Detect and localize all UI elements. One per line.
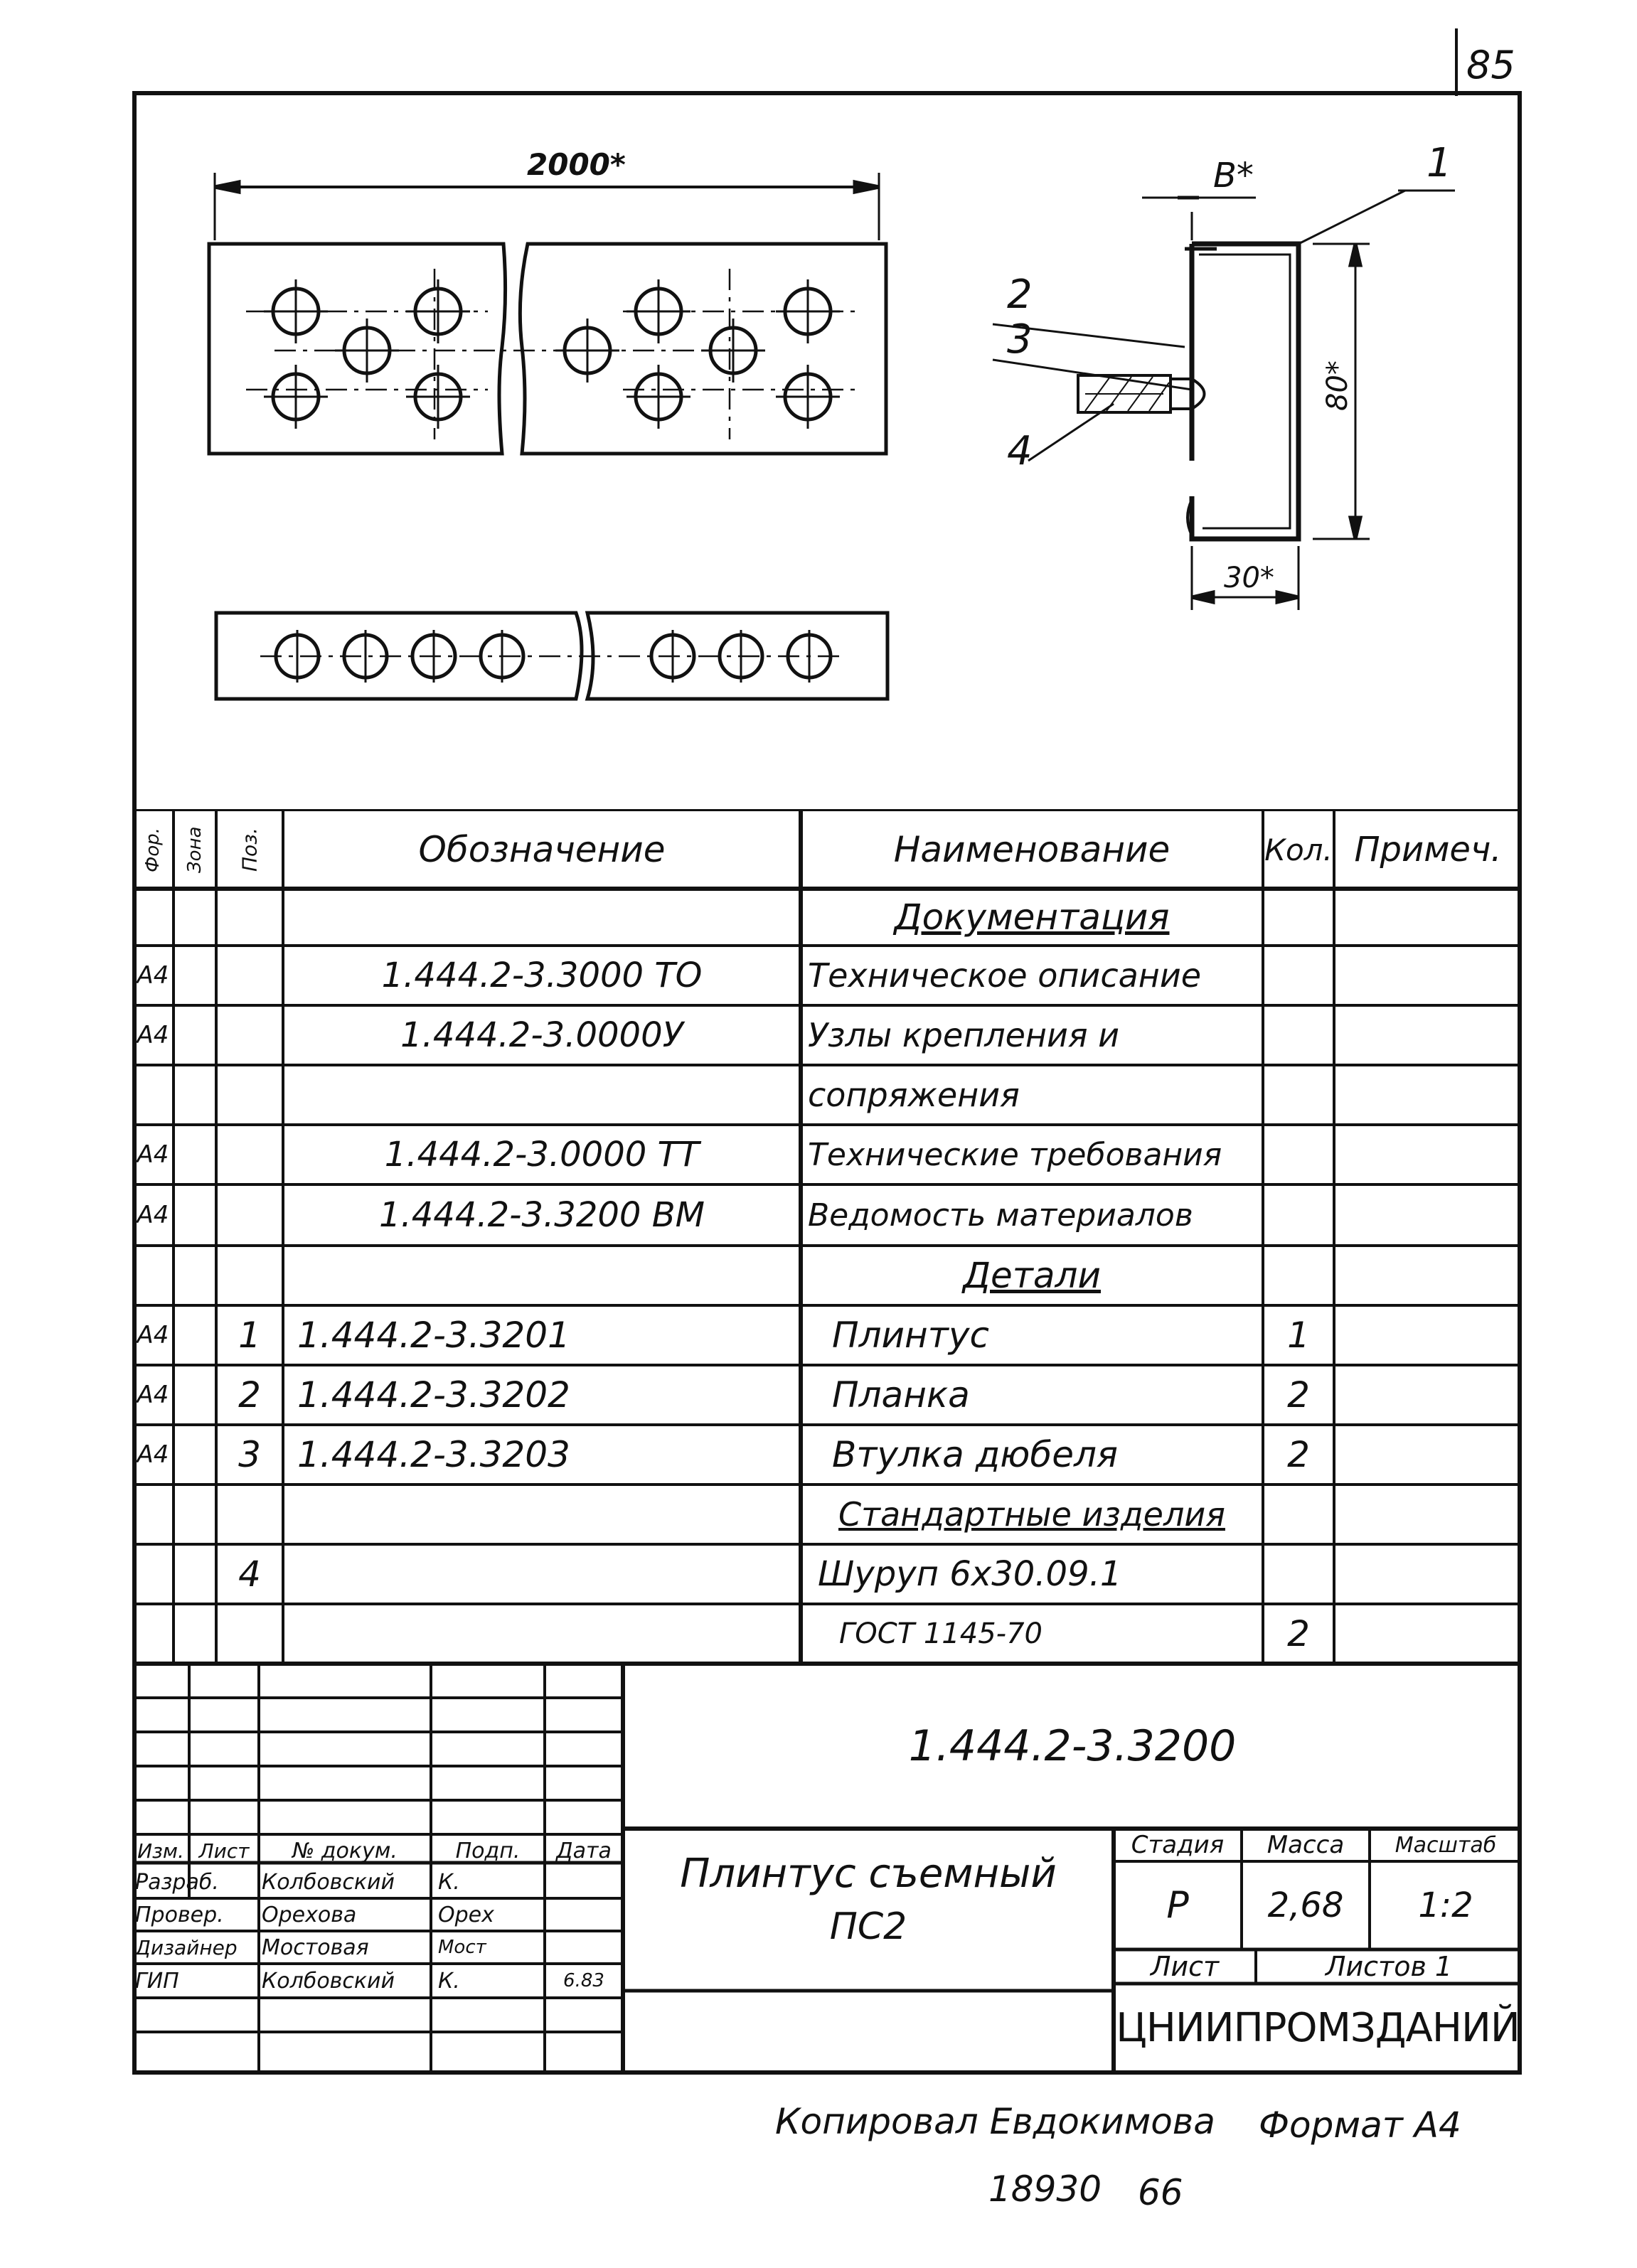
technical-drawing: 2000* B* 80* 30* 1 2 3 4: [207, 140, 1455, 701]
row-name: Технические требования: [808, 1136, 1222, 1173]
mass-label: Масса: [1267, 1831, 1345, 1859]
row-name: ГОСТ 1145-70: [839, 1617, 1043, 1650]
mass-value: 2,68: [1267, 1885, 1344, 1925]
row-qty: 1: [1287, 1315, 1310, 1356]
depth-dimension: 30*: [1224, 562, 1274, 594]
row-format: А4: [137, 1440, 169, 1469]
row-name: Техническое описание: [808, 956, 1202, 995]
organization-name: ЦНИИПРОМЗДАНИЙ: [1116, 2004, 1520, 2051]
length-dimension: 2000*: [527, 147, 626, 182]
col-header-zone: Зона: [184, 826, 206, 873]
section-parts: Детали: [962, 1255, 1102, 1296]
corner-divider: [1455, 28, 1458, 96]
role-chief-engineer: ГИП: [135, 1968, 179, 1994]
col-header-note: Примеч.: [1354, 830, 1502, 870]
section-standard-items: Стандартные изделия: [838, 1495, 1225, 1534]
height-dimension: 80*: [1321, 360, 1354, 411]
row-designation: 1.444.2-3.3203: [297, 1434, 570, 1475]
role-designer-sign: Мост: [438, 1937, 486, 1958]
role-developer-name: Колбовский: [262, 1869, 395, 1895]
col-header-name: Наименование: [893, 829, 1171, 870]
stage-label: Стадия: [1131, 1831, 1225, 1859]
spec-table-grid: [132, 809, 1522, 1666]
drawing-frame: [132, 91, 1522, 2075]
callout-3: 3: [1007, 316, 1033, 363]
row-designation: 1.444.2-3.0000У: [400, 1015, 683, 1055]
col-header-sheet: Лист: [198, 1839, 250, 1863]
role-developer-sign: К.: [438, 1869, 460, 1895]
role-designer: Дизайнер: [135, 1935, 238, 1959]
role-chief-engineer-date: 6.83: [563, 1970, 604, 1991]
row-name: Втулка дюбеля: [832, 1434, 1119, 1475]
row-format: А4: [137, 1140, 169, 1169]
role-checker: Провер.: [135, 1902, 224, 1927]
row-format: А4: [137, 961, 169, 990]
row-designation: 1.444.2-3.3200 ВМ: [378, 1195, 705, 1235]
row-name: сопряжения: [808, 1076, 1020, 1114]
row-pos: 4: [238, 1553, 261, 1595]
page-number: 66: [1138, 2172, 1183, 2213]
document-code: 1.444.2-3.3200: [908, 1721, 1237, 1771]
col-header-qty: Кол.: [1264, 832, 1333, 867]
col-header-format: Фор.: [142, 827, 164, 872]
row-format: А4: [137, 1201, 169, 1229]
row-name: Планка: [832, 1374, 970, 1416]
role-designer-name: Мостовая: [262, 1935, 369, 1960]
row-name: Узлы крепления и: [808, 1016, 1120, 1054]
row-designation: 1.444.2-3.3000 ТО: [381, 956, 703, 995]
scale-value: 1:2: [1418, 1885, 1473, 1925]
callout-1: 1: [1427, 140, 1452, 186]
title-line-1: Плинтус съемный: [680, 1850, 1057, 1897]
row-name: Ведомость материалов: [808, 1197, 1193, 1234]
scale-label: Масштаб: [1395, 1832, 1497, 1858]
col-header-date: Дата: [556, 1838, 612, 1863]
row-format: А4: [137, 1381, 169, 1409]
callout-2: 2: [1007, 272, 1033, 318]
role-checker-name: Орехова: [262, 1902, 357, 1927]
sheets-label: Листов 1: [1325, 1951, 1453, 1982]
row-pos: 3: [238, 1434, 261, 1475]
row-pos: 2: [238, 1374, 261, 1416]
title-block-grid: [132, 1664, 1522, 2075]
col-header-signature: Подп.: [455, 1838, 521, 1863]
row-designation: 1.444.2-3.3202: [297, 1374, 570, 1416]
col-header-pos: Поз.: [238, 828, 262, 872]
format-label: Формат А4: [1259, 2104, 1461, 2146]
row-designation: 1.444.2-3.0000 ТТ: [384, 1135, 700, 1175]
role-chief-engineer-name: Колбовский: [262, 1968, 395, 1994]
width-dimension: B*: [1213, 156, 1254, 196]
col-header-doc-no: № докум.: [292, 1838, 398, 1863]
role-checker-sign: Орех: [438, 1902, 494, 1927]
row-pos: 1: [238, 1315, 261, 1356]
row-format: А4: [137, 1321, 169, 1349]
role-developer: Разраб.: [135, 1869, 219, 1895]
row-format: А4: [137, 1021, 169, 1049]
row-qty: 2: [1287, 1434, 1310, 1475]
row-designation: 1.444.2-3.3201: [297, 1315, 570, 1356]
sheet-label: Лист: [1150, 1951, 1220, 1982]
copied-by: Копировал Евдокимова: [775, 2101, 1215, 2142]
col-header-designation: Обозначение: [418, 829, 666, 870]
row-name: Шуруп 6х30.09.1: [818, 1554, 1122, 1594]
archive-number: 18930: [988, 2168, 1102, 2210]
row-qty: 2: [1287, 1613, 1310, 1654]
row-name: Плинтус: [832, 1315, 989, 1356]
sheet-corner-number: 85: [1466, 43, 1515, 87]
row-qty: 2: [1287, 1374, 1310, 1416]
stage-value: Р: [1166, 1884, 1189, 1927]
section-documentation: Документация: [894, 897, 1170, 938]
role-chief-engineer-sign: К.: [438, 1968, 460, 1994]
callout-4: 4: [1007, 428, 1033, 474]
col-header-change: Изм.: [137, 1839, 184, 1863]
title-line-2: ПС2: [829, 1905, 907, 1948]
